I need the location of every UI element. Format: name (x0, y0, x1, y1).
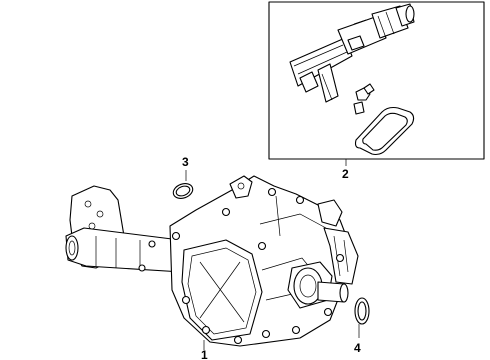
small-fittings (353, 83, 375, 115)
seal-gasket (354, 106, 415, 156)
callout-4: 4 (354, 341, 361, 355)
o-ring-3 (172, 183, 194, 199)
seal-ring-4 (354, 297, 370, 325)
callout-2: 2 (342, 167, 349, 181)
actuator-assembly (289, 3, 415, 103)
housing-bolts (138, 187, 345, 345)
callout-3: 3 (182, 155, 189, 169)
axle-housing-assembly (65, 175, 359, 347)
callout-1: 1 (201, 348, 208, 360)
detail-box (268, 1, 485, 160)
